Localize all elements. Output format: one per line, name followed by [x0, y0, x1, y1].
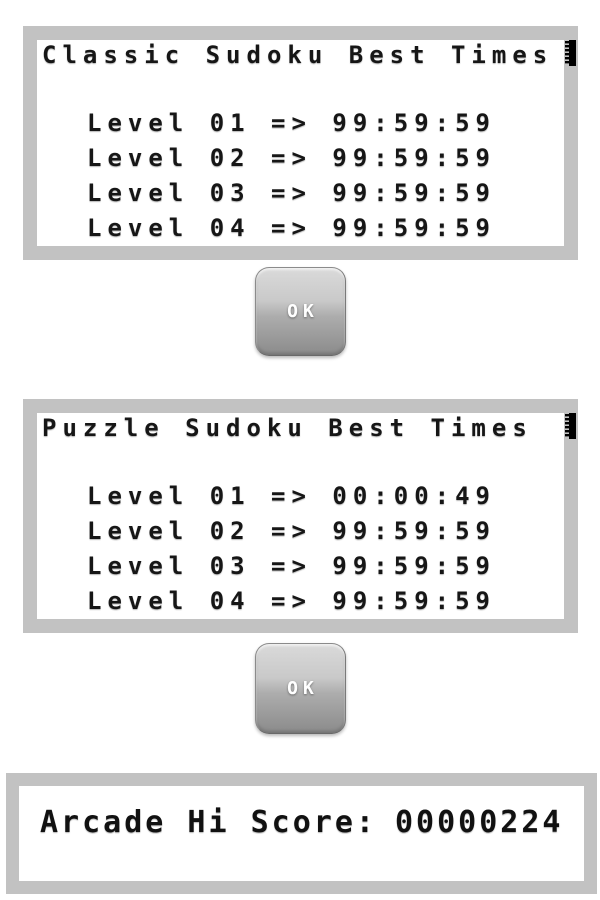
- dialog-title: Puzzle Sudoku Best Times: [42, 414, 533, 442]
- best-times-list: Level 01 => 00:00:49 Level 02 => 99:59:5…: [87, 479, 564, 619]
- best-times-list: Level 01 => 99:59:59 Level 02 => 99:59:5…: [87, 106, 564, 246]
- classic-best-times-dialog: Classic Sudoku Best Times Level 01 => 99…: [23, 26, 578, 260]
- dialog-title: Classic Sudoku Best Times: [42, 41, 554, 69]
- best-time-row: Level 01 => 99:59:59: [87, 109, 496, 137]
- scroll-indicator-icon: [565, 40, 576, 66]
- best-time-row: Level 02 => 99:59:59: [87, 517, 496, 545]
- best-time-row: Level 04 => 99:59:59: [87, 587, 496, 615]
- arcade-hi-score-box: Arcade Hi Score: 00000224: [6, 773, 597, 894]
- puzzle-best-times-dialog: Puzzle Sudoku Best Times Level 01 => 00:…: [23, 399, 578, 633]
- best-time-row: Level 03 => 99:59:59: [87, 179, 496, 207]
- best-time-row: Level 04 => 99:59:59: [87, 214, 496, 242]
- best-time-row: Level 01 => 00:00:49: [87, 482, 496, 510]
- arcade-hi-score-label: Arcade Hi Score:: [40, 805, 377, 840]
- ok-button-classic[interactable]: OK: [255, 267, 346, 356]
- ok-button-puzzle[interactable]: OK: [255, 643, 346, 734]
- best-time-row: Level 03 => 99:59:59: [87, 552, 496, 580]
- arcade-hi-score-line: Arcade Hi Score: 00000224: [40, 808, 563, 838]
- arcade-hi-score-value: 00000224: [394, 805, 564, 840]
- scroll-indicator-icon: [565, 413, 576, 439]
- best-time-row: Level 02 => 99:59:59: [87, 144, 496, 172]
